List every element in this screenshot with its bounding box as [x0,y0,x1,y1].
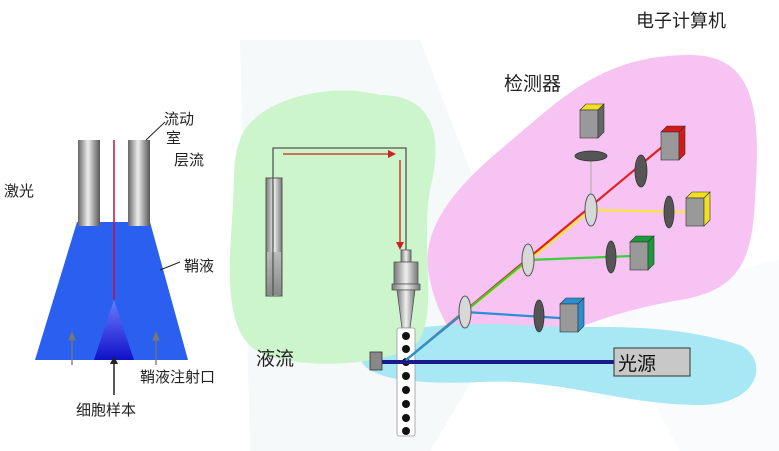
droplet [402,345,410,353]
mirror-3 [458,295,472,329]
nozzle-ring [391,283,421,291]
flow-arrowhead-vertical [396,242,404,250]
liquid-system [265,147,421,437]
nozzle-collar [393,261,419,285]
chamber-wall-left [78,140,100,226]
light-source-label: 光源 [618,353,656,375]
droplet [402,372,410,380]
computer-label: 电子计算机 [636,11,726,32]
chamber-wall-right [128,140,150,226]
lens-blue [533,299,545,333]
detector-green-box [629,235,655,271]
flow-chamber-diagram [35,121,188,395]
droplet [402,400,410,408]
lens-yellow [663,195,675,229]
sheath-pointer [159,261,181,271]
detector-yellow-box [685,191,711,227]
droplet [402,386,410,394]
lens-top [574,150,608,162]
lens-green [605,240,617,274]
optical-beams [378,141,687,364]
sample-pipe [272,147,407,296]
cell-sample-label: 细胞样本 [76,401,136,419]
flow-arrowhead-horizontal [388,150,396,158]
sheath-fluid-body [35,222,188,360]
detector-red-box [660,125,686,161]
detector-blue-box [559,297,585,333]
light-source-box [613,347,691,377]
nozzle-top [400,249,412,263]
sample-cone [94,300,134,360]
droplet [402,332,410,340]
laminar-flow-label: 层流 [174,151,204,169]
flow-chamber-pointer [145,121,166,141]
detector-label: 检测器 [504,73,561,95]
flow-chamber-label: 流动 [164,110,194,128]
scatter-collector [369,351,383,371]
mirror-2 [521,243,535,277]
liquid-flow-label: 液流 [256,348,294,370]
laser-label: 激光 [4,182,34,200]
mirror-1 [584,193,598,227]
sheath-inlet-arrows [68,330,160,365]
detector-top-box [579,103,605,139]
detectors [559,103,711,333]
chamber-label: 室 [166,129,181,147]
sheath-inlet-label: 鞘液注射口 [140,368,215,386]
sheath-fluid-label: 鞘液 [184,257,214,275]
lens-red [634,154,648,188]
sample-tube-fill [267,252,281,295]
droplet [402,414,410,422]
droplet [402,427,410,435]
lenses [458,150,675,333]
light-source-region [360,324,757,405]
beam-blue [405,311,466,361]
sample-arrow [110,356,118,395]
